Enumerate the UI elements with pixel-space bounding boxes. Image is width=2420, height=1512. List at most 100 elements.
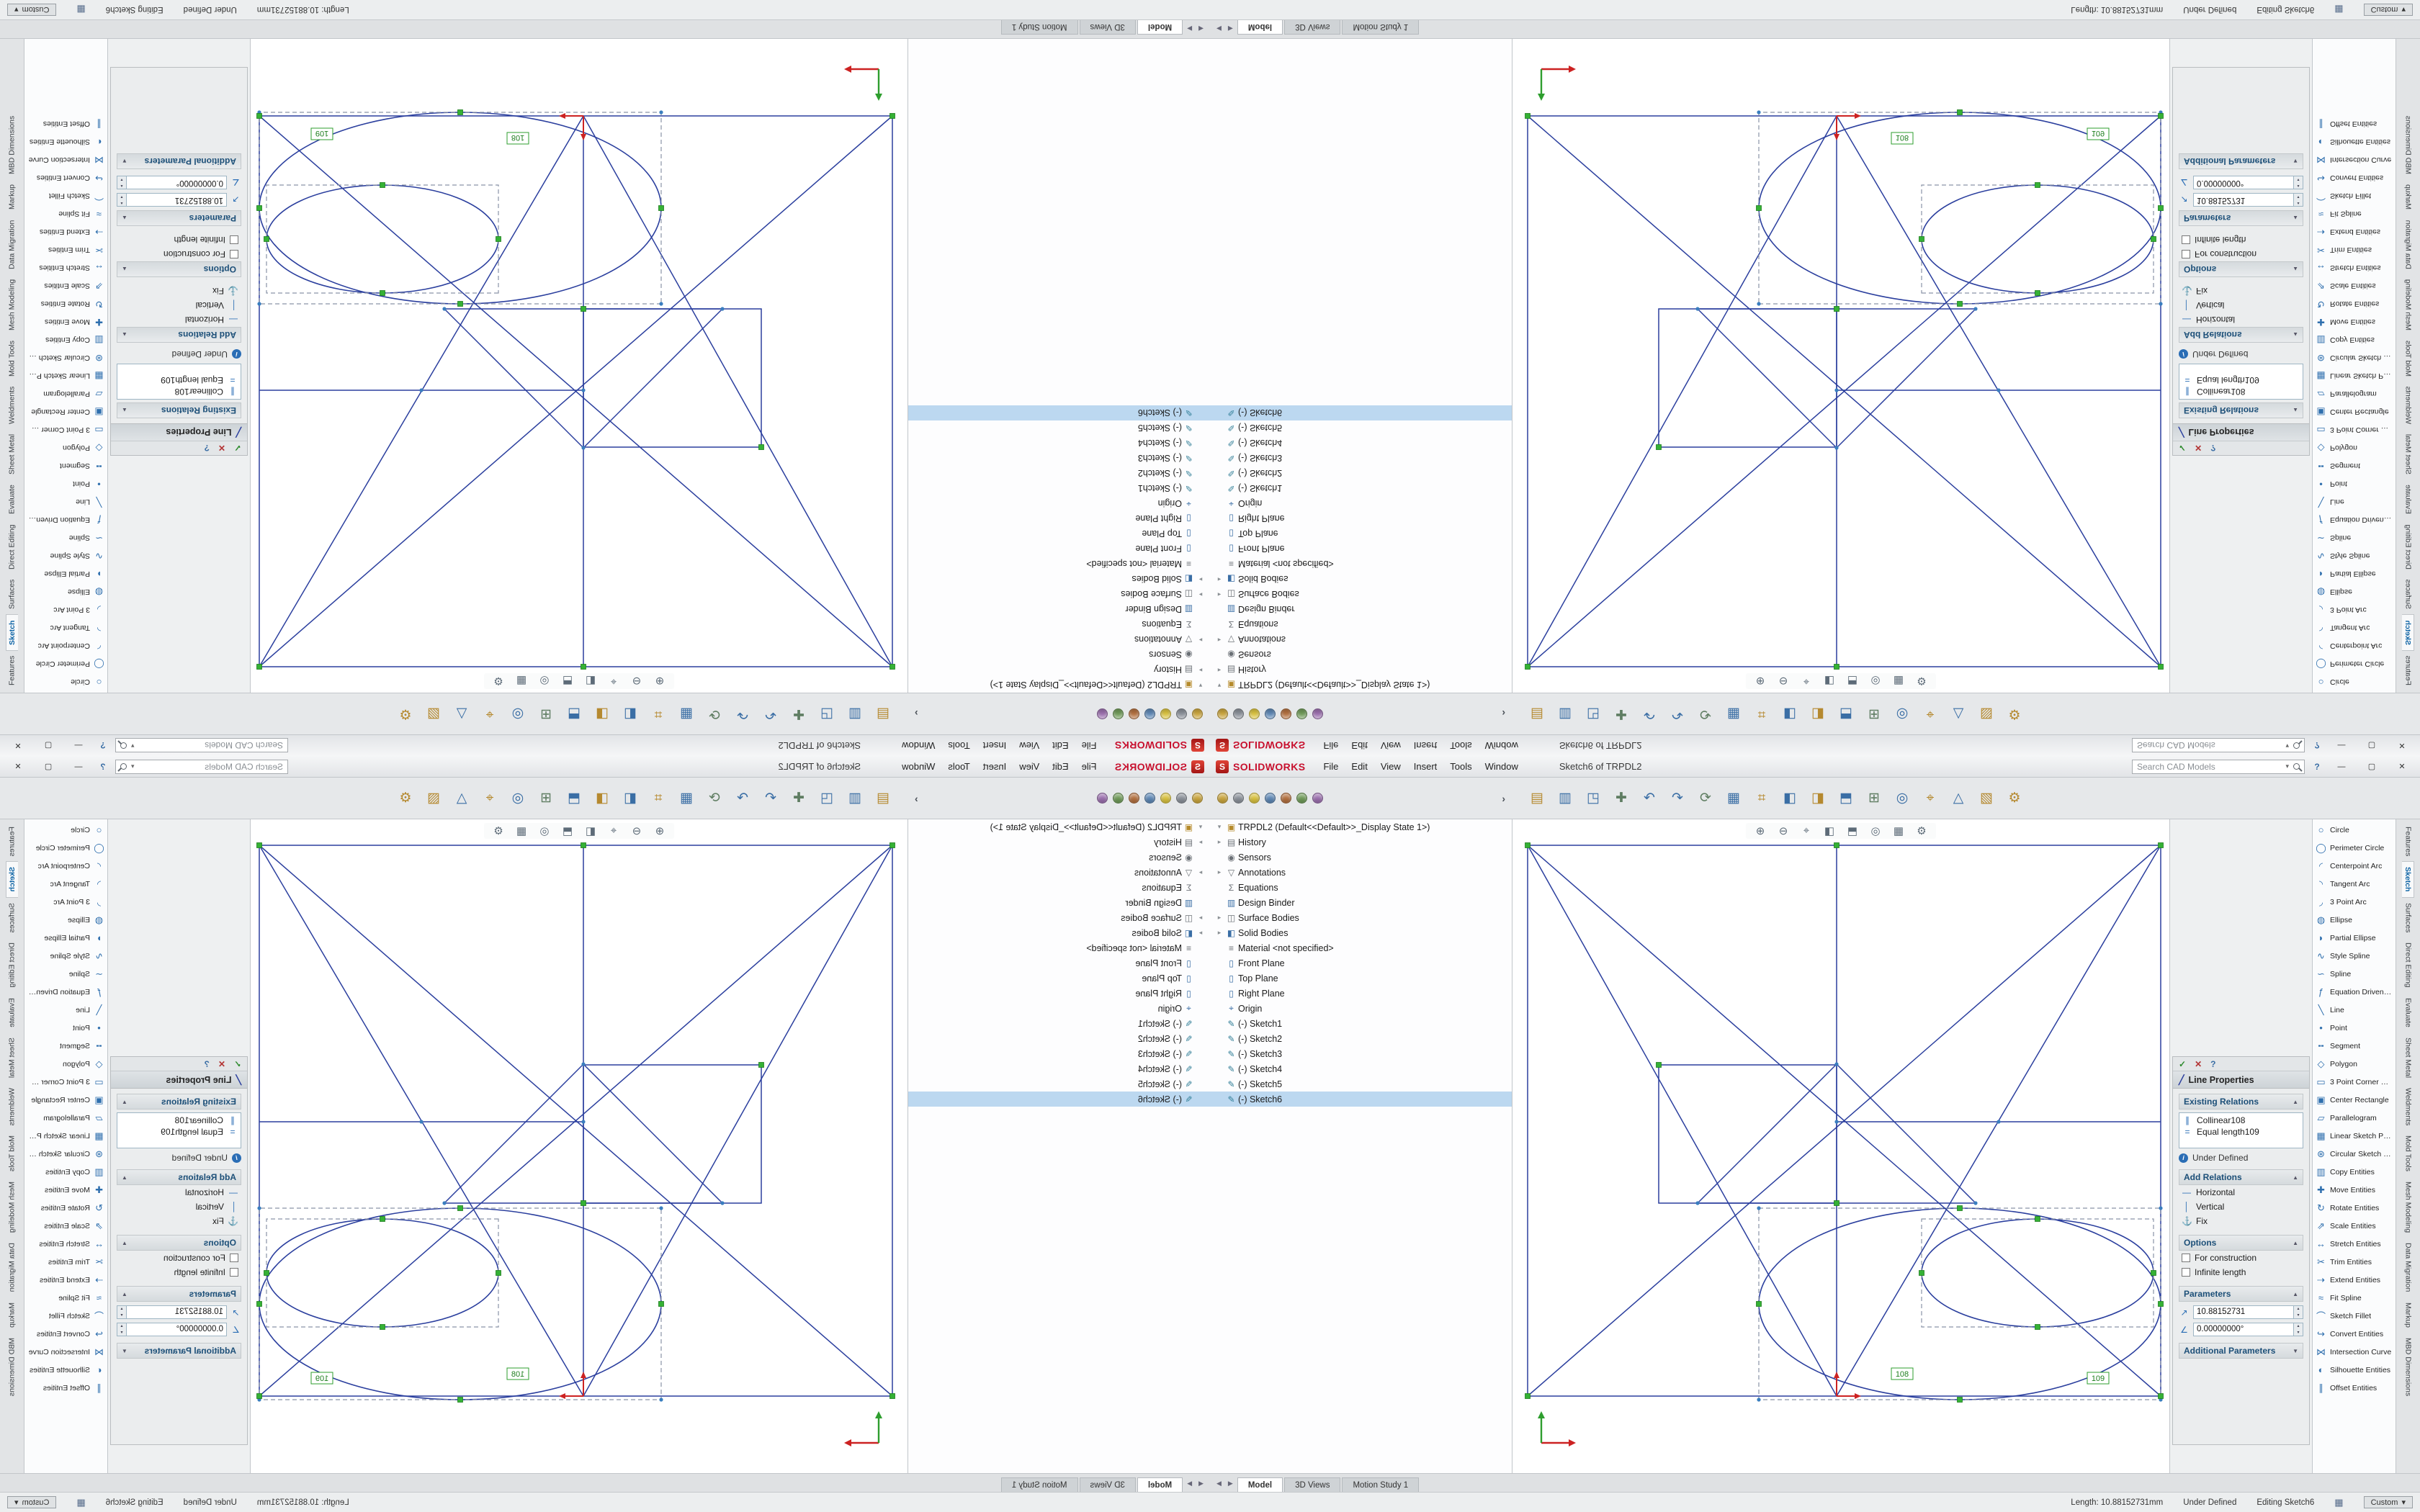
manager-tab-icon[interactable] xyxy=(1233,793,1244,804)
section-add-relations[interactable]: Add Relations ▲ xyxy=(117,327,241,343)
sketch-tool-item[interactable]: ╍ Segment xyxy=(2313,457,2396,475)
sketch-tool-item[interactable]: ▦ Linear Sketch Pattern xyxy=(2313,1127,2396,1145)
section-additional-parameters[interactable]: Additional Parameters ▼ xyxy=(2179,1343,2303,1359)
view-tool-icon[interactable]: ◧ xyxy=(585,675,596,687)
relation-item[interactable]: ∥ Collinear108 xyxy=(120,1115,238,1126)
tabs-scroll-left-icon[interactable]: ◀ xyxy=(1216,1480,1222,1487)
sketch-canvas[interactable]: 108 109 xyxy=(251,39,908,693)
tree-item[interactable]: ◉ Sensors xyxy=(1210,850,1512,865)
ok-button[interactable]: ✓ xyxy=(233,1058,241,1069)
spin-down-icon[interactable]: ▾ xyxy=(2294,194,2303,200)
tree-item[interactable]: ▥ Design Binder xyxy=(1210,602,1512,617)
view-tool-icon[interactable]: ⬒ xyxy=(562,675,573,687)
view-tool-icon[interactable]: ⊖ xyxy=(632,675,642,687)
sketch-lines[interactable] xyxy=(1527,845,2161,1397)
tree-item[interactable]: ✎ (-) Sketch1 xyxy=(1210,1016,1512,1031)
manager-tab-icon[interactable] xyxy=(1144,793,1155,804)
menu-item[interactable]: Tools xyxy=(1450,740,1472,751)
search-cad-models-box[interactable]: Search CAD Models ▾ xyxy=(115,738,288,753)
relation-item[interactable]: ∥ Collinear108 xyxy=(2182,386,2300,397)
search-chevron-down-icon[interactable]: ▾ xyxy=(131,742,135,750)
tree-item[interactable]: ▥ Design Binder xyxy=(908,895,1210,910)
command-tab[interactable]: MBD Dimensions xyxy=(7,116,17,175)
document-tab[interactable]: 3D Views xyxy=(1284,1477,1341,1492)
document-tab[interactable]: 3D Views xyxy=(1079,1477,1136,1492)
sketch-tool-item[interactable]: ⇗ Scale Entities xyxy=(2313,1217,2396,1235)
view-tool-icon[interactable]: ◧ xyxy=(1824,675,1835,687)
sketch-tool-item[interactable]: ▱ Parallelogram xyxy=(24,1109,107,1127)
menu-item[interactable]: Edit xyxy=(1052,761,1069,772)
ok-button[interactable]: ✓ xyxy=(233,443,241,454)
units-selector[interactable]: Custom ▾ xyxy=(7,1496,57,1508)
spin-up-icon[interactable]: ▴ xyxy=(117,1306,126,1313)
tree-expand-arrow[interactable]: ▸ xyxy=(1217,591,1222,598)
spin-down-icon[interactable]: ▾ xyxy=(2294,1329,2303,1336)
tree-item[interactable]: ≡ Material <not specified> xyxy=(1210,557,1512,572)
toolbar-icon[interactable]: ▤ xyxy=(1531,791,1543,806)
add-relation-button[interactable]: ― Horizontal xyxy=(2179,1185,2303,1200)
sketch-tool-item[interactable]: ↻ Rotate Entities xyxy=(2313,295,2396,313)
toolbar-icon[interactable]: ⚙ xyxy=(399,791,412,806)
menu-item[interactable]: Tools xyxy=(1450,761,1472,772)
sketch-tool-item[interactable]: ○ Circle xyxy=(24,821,107,839)
sketch-tool-item[interactable]: ⊛ Circular Sketch Pattern xyxy=(24,1145,107,1163)
tree-item[interactable]: ▾ ▣ TRPDL2 (Default<<Default>>_Display S… xyxy=(908,678,1210,693)
command-tab[interactable]: Sketch xyxy=(2402,861,2414,898)
sketch-ellipse-large[interactable] xyxy=(1758,112,2161,305)
maximize-button[interactable]: ▢ xyxy=(44,741,53,750)
spinner[interactable]: ▴ ▾ xyxy=(2293,194,2303,206)
grid-system-icon[interactable]: ▦ xyxy=(76,4,86,16)
toolbar-icon[interactable]: ↷ xyxy=(1672,791,1683,806)
command-tab[interactable]: Surfaces xyxy=(2403,902,2413,933)
menu-item[interactable]: Insert xyxy=(1413,761,1438,772)
sketch-tool-item[interactable]: ◇ Polygon xyxy=(24,439,107,457)
tree-item[interactable]: ✎ (-) Sketch3 xyxy=(1210,1046,1512,1061)
tabs-scroll-right-icon[interactable]: ▶ xyxy=(1227,1480,1233,1487)
sketch-tool-item[interactable]: ◗ Partial Ellipse xyxy=(2313,929,2396,947)
add-relation-button[interactable]: ⚓ Fix xyxy=(117,1214,241,1228)
sketch-tool-item[interactable]: ⇢ Extend Entities xyxy=(2313,1271,2396,1289)
toolbar-icon[interactable]: ▥ xyxy=(1559,791,1572,806)
command-tab[interactable]: Data Migration xyxy=(7,220,17,269)
tree-item[interactable]: ✎ (-) Sketch4 xyxy=(1210,1061,1512,1076)
sketch-tool-item[interactable]: ◜ Centerpoint Arc xyxy=(24,857,107,875)
spin-up-icon[interactable]: ▴ xyxy=(117,199,126,206)
relations-listbox[interactable]: ∥ Collinear108 = Equal length109 xyxy=(117,364,241,400)
manager-tab-icon[interactable] xyxy=(1129,708,1139,719)
tree-item[interactable]: ▯ Front Plane xyxy=(1210,955,1512,971)
search-icon[interactable] xyxy=(120,742,127,749)
sketch-tool-item[interactable]: ⇢ Extend Entities xyxy=(24,223,107,241)
option-checkbox[interactable]: Infinite length xyxy=(2179,233,2303,247)
tree-item[interactable]: ✎ (-) Sketch5 xyxy=(1210,1076,1512,1092)
sketch-tool-item[interactable]: ✂ Trim Entities xyxy=(2313,1253,2396,1271)
view-tool-icon[interactable]: ⊖ xyxy=(632,825,642,837)
tree-expand-arrow[interactable]: ▸ xyxy=(1217,838,1222,845)
manager-tab-icon[interactable] xyxy=(1281,708,1291,719)
view-tool-icon[interactable]: ◧ xyxy=(1824,825,1835,837)
sketch-tool-item[interactable]: ◝ Tangent Arc xyxy=(24,875,107,893)
manager-tab-icon[interactable] xyxy=(1265,793,1276,804)
tree-item[interactable]: ▸ ◫ Surface Bodies xyxy=(908,910,1210,925)
command-tab[interactable]: Weldments xyxy=(2403,1087,2413,1126)
search-icon[interactable] xyxy=(2293,742,2300,749)
tree-item[interactable]: ≡ Material <not specified> xyxy=(1210,940,1512,955)
parameter-input[interactable]: 0.00000000° ▴ ▾ xyxy=(2193,176,2303,189)
tree-item[interactable]: ◉ Sensors xyxy=(1210,647,1512,662)
command-tab[interactable]: MBD Dimensions xyxy=(2403,116,2413,175)
tree-expand-arrow[interactable]: ▸ xyxy=(1217,667,1222,674)
command-tab[interactable]: Sketch xyxy=(2402,614,2414,651)
sketch-tool-item[interactable]: ◜ Centerpoint Arc xyxy=(2313,637,2396,655)
toolbar-icon[interactable]: ↶ xyxy=(1644,791,1655,806)
manager-tab-icon[interactable] xyxy=(1097,793,1108,804)
sketch-tool-item[interactable]: ◝ Tangent Arc xyxy=(2313,619,2396,637)
command-tab[interactable]: Weldments xyxy=(7,1087,17,1126)
toolbar-icon[interactable]: ⟳ xyxy=(1700,706,1711,721)
spin-up-icon[interactable]: ▴ xyxy=(117,182,126,189)
sketch-tool-item[interactable]: • Point xyxy=(24,475,107,493)
ok-button[interactable]: ✓ xyxy=(2179,443,2187,454)
sketch-tool-item[interactable]: ⌒ Sketch Fillet xyxy=(24,1307,107,1325)
checkbox-box[interactable] xyxy=(2182,250,2190,258)
tree-item[interactable]: ▾ ▣ TRPDL2 (Default<<Default>>_Display S… xyxy=(908,819,1210,834)
command-tab[interactable]: Features xyxy=(2403,827,2413,857)
sketch-tool-item[interactable]: ◍ Ellipse xyxy=(24,911,107,929)
